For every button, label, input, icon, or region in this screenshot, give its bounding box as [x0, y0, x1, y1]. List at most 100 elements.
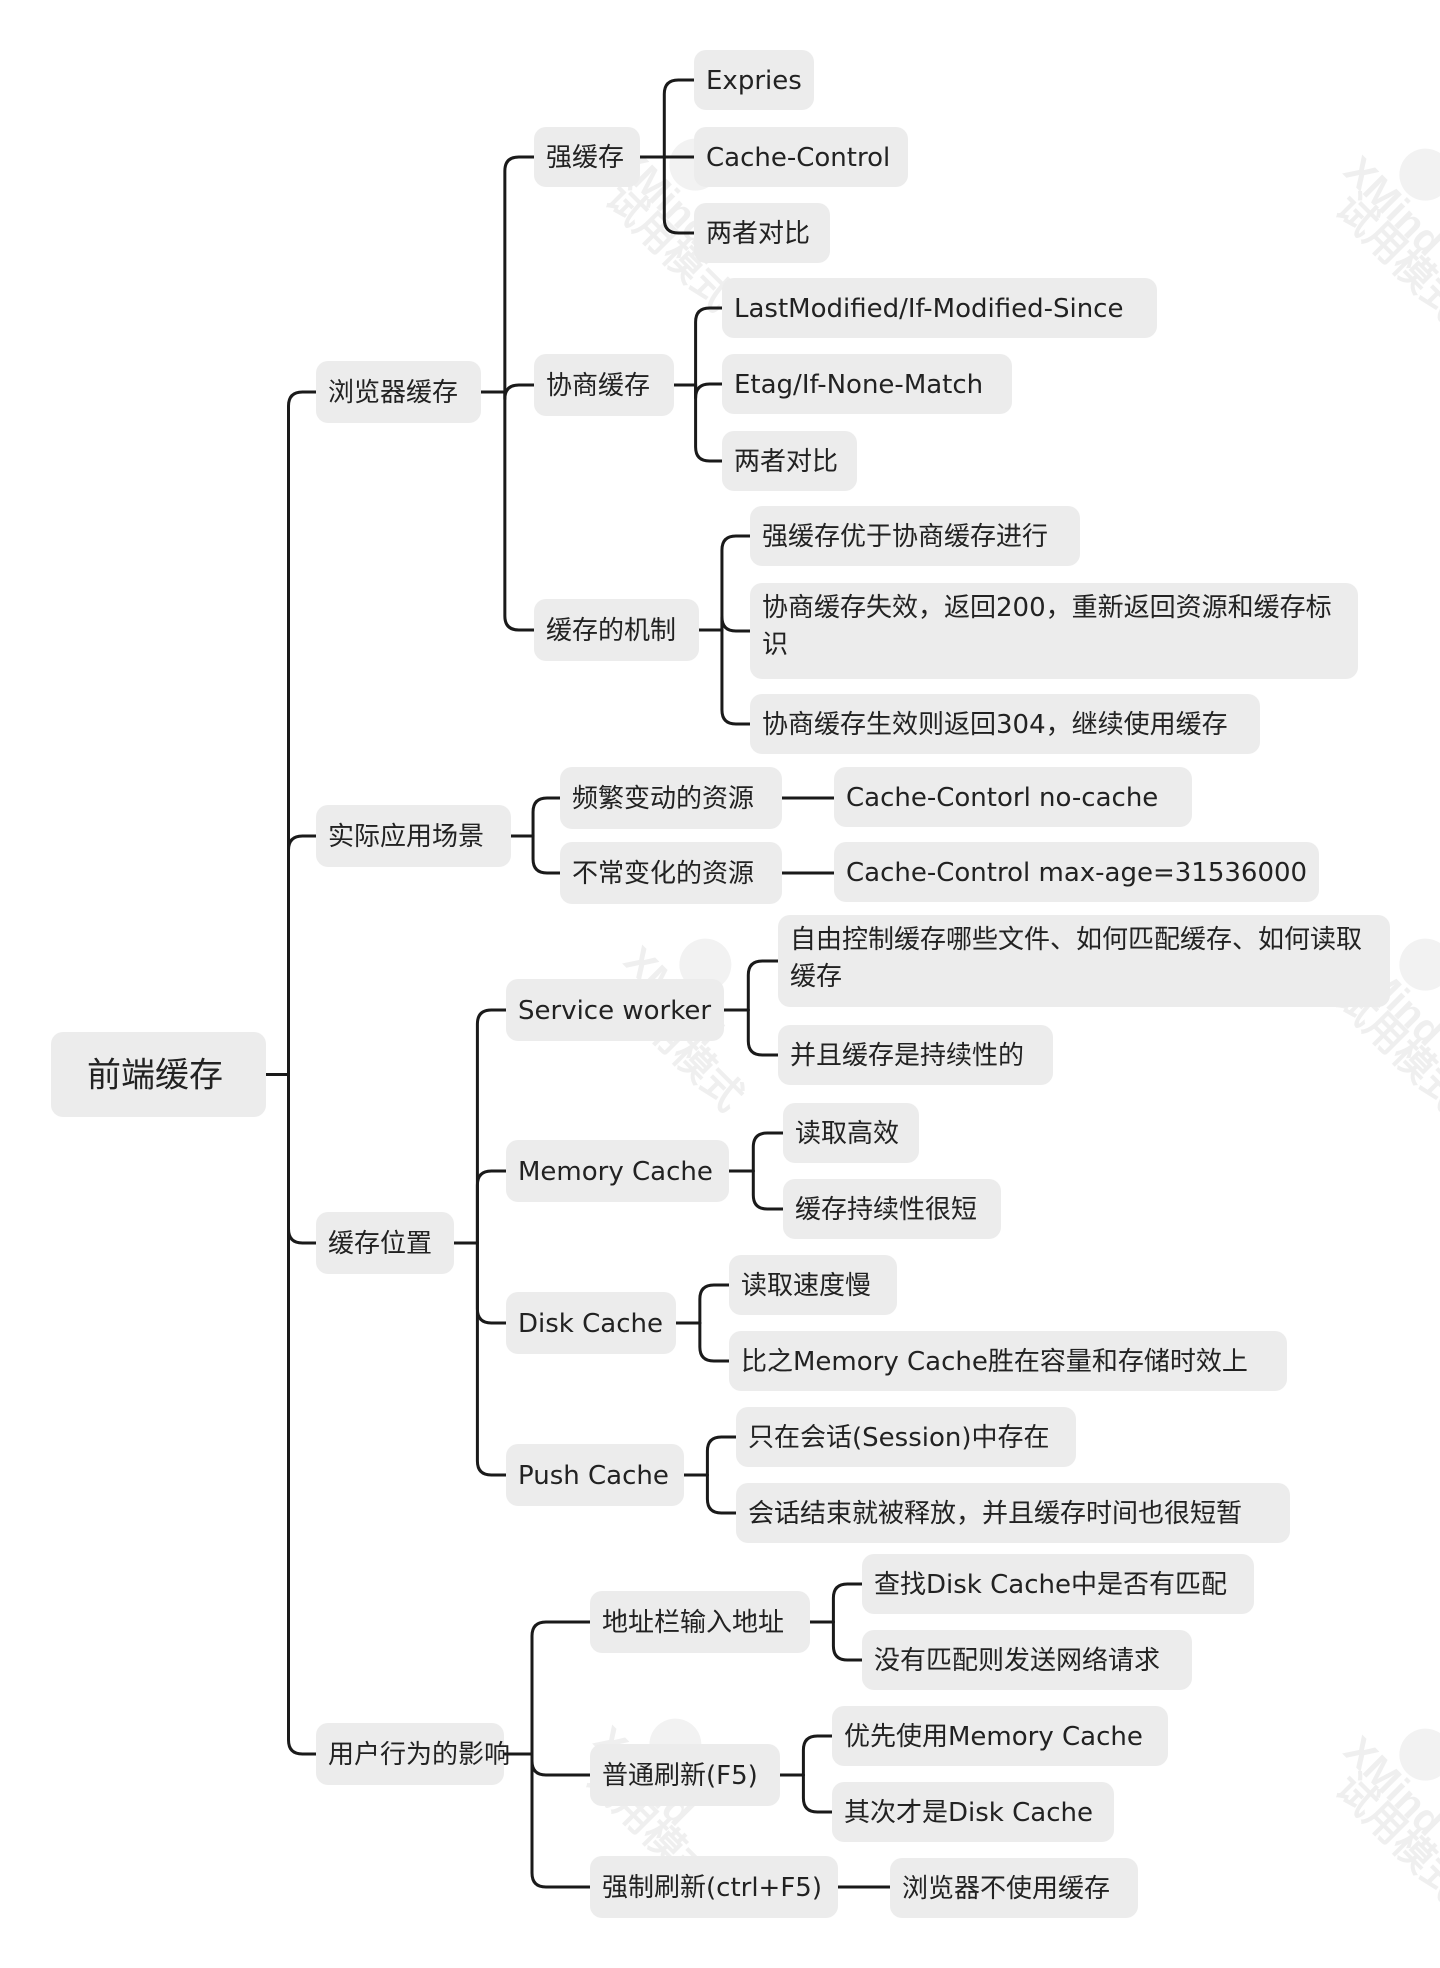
topic-label: 频繁变动的资源 [572, 784, 754, 814]
topic-box [834, 842, 1319, 902]
topic-node-3-0[interactable]: 地址栏输入地址 [590, 1591, 810, 1653]
topic-box [316, 1212, 454, 1274]
topic-node-1[interactable]: 实际应用场景 [316, 805, 511, 867]
topic-node-2[interactable]: 缓存位置 [316, 1212, 454, 1274]
topic-node-2-0-0[interactable]: 自由控制缓存哪些文件、如何匹配缓存、如何读取缓存 [778, 915, 1390, 1007]
topic-box [750, 506, 1080, 566]
topic-node-2-1-1[interactable]: 缓存持续性很短 [783, 1179, 1001, 1239]
connector-branch [503, 155, 536, 394]
topic-node-3-2[interactable]: 强制刷新(ctrl+F5) [590, 1856, 838, 1918]
connector-branch [287, 390, 318, 1076]
topic-label: Cache-Contorl no-cache [846, 783, 1158, 813]
topic-node-3-2-0[interactable]: 浏览器不使用缓存 [890, 1858, 1138, 1918]
watermark-logo-icon [1399, 1728, 1440, 1781]
topic-node-2-3[interactable]: Push Cache [506, 1444, 684, 1506]
topic-node-0-1-1[interactable]: Etag/If-None-Match [722, 354, 1012, 414]
topic-node-0-0-0[interactable]: Expries [694, 50, 814, 110]
topic-node-0-0[interactable]: 强缓存 [534, 127, 640, 187]
topic-label: 协商缓存 [546, 371, 650, 401]
topic-node-0-2[interactable]: 缓存的机制 [534, 599, 699, 661]
topic-node-2-1[interactable]: Memory Cache [506, 1140, 729, 1202]
topic-node-0-2-0[interactable]: 强缓存优于协商缓存进行 [750, 506, 1080, 566]
topic-box [316, 805, 511, 867]
connector-branch [831, 1582, 864, 1624]
topic-node-3-1-0[interactable]: 优先使用Memory Cache [832, 1706, 1168, 1766]
connector-branch [530, 1752, 592, 1889]
connector-branch [287, 1073, 318, 1756]
topic-box [722, 278, 1157, 338]
topic-node-3-0-0[interactable]: 查找Disk Cache中是否有匹配 [862, 1554, 1254, 1614]
topic-node-1-0-0[interactable]: Cache-Contorl no-cache [834, 767, 1192, 827]
topic-box [534, 354, 674, 416]
topic-node-3-1-1[interactable]: 其次才是Disk Cache [832, 1782, 1114, 1842]
topic-label: 查找Disk Cache中是否有匹配 [874, 1570, 1227, 1600]
connector-branch [475, 1008, 508, 1245]
topic-node-0[interactable]: 浏览器缓存 [316, 361, 481, 423]
topic-box [506, 979, 724, 1041]
topic-node-2-0-1[interactable]: 并且缓存是持续性的 [778, 1025, 1053, 1085]
topic-box [832, 1782, 1114, 1842]
topic-box [722, 431, 857, 491]
topic-label: Cache-Control [706, 143, 890, 173]
topic-node-2-3-0[interactable]: 只在会话(Session)中存在 [736, 1407, 1076, 1467]
topic-node-0-1[interactable]: 协商缓存 [534, 354, 674, 416]
topic-box [560, 767, 782, 829]
topic-node-0-2-1[interactable]: 协商缓存失效，返回200，重新返回资源和缓存标识 [750, 583, 1358, 679]
topic-label: 协商缓存失效，返回200，重新返回资源和缓存标识 [762, 593, 1332, 660]
topic-box [590, 1591, 810, 1653]
connector-branch [720, 615, 752, 633]
topic-node-0-1-2[interactable]: 两者对比 [722, 431, 857, 491]
topic-node-0-2-2[interactable]: 协商缓存生效则返回304，继续使用缓存 [750, 694, 1260, 754]
topic-label: Etag/If-None-Match [734, 370, 983, 400]
topic-node-0-1-0[interactable]: LastModified/If-Modified-Since [722, 278, 1157, 338]
topic-box [316, 361, 481, 423]
connector-branch [831, 1620, 864, 1662]
topic-node-0-0-2[interactable]: 两者对比 [694, 203, 830, 263]
connector-branch [720, 534, 752, 632]
connector-branch [530, 1620, 592, 1756]
topic-box [534, 127, 640, 187]
topic-label: 不常变化的资源 [572, 859, 754, 889]
topic-node-0-0-1[interactable]: Cache-Control [694, 127, 908, 187]
topic-label: 其次才是Disk Cache [844, 1798, 1093, 1828]
topic-node-2-2-1[interactable]: 比之Memory Cache胜在容量和存储时效上 [729, 1331, 1287, 1391]
topic-label: Push Cache [518, 1461, 669, 1491]
connector-branch [705, 1473, 738, 1515]
topic-node-2-2-0[interactable]: 读取速度慢 [729, 1255, 897, 1315]
topic-box [862, 1630, 1192, 1690]
topic-label: 缓存的机制 [546, 616, 676, 646]
topic-box [783, 1179, 1001, 1239]
topic-node-2-3-1[interactable]: 会话结束就被释放，并且缓存时间也很短暂 [736, 1483, 1290, 1543]
topic-node-3-1[interactable]: 普通刷新(F5) [590, 1744, 780, 1806]
connector-branch [801, 1734, 834, 1777]
topic-node-3-0-1[interactable]: 没有匹配则发送网络请求 [862, 1630, 1192, 1690]
topic-node-2-1-0[interactable]: 读取高效 [783, 1103, 919, 1163]
topic-node-2-2[interactable]: Disk Cache [506, 1292, 676, 1354]
watermark-logo-icon [1399, 148, 1440, 201]
root-topic[interactable]: 前端缓存 [51, 1032, 266, 1117]
topic-box [694, 203, 830, 263]
watermark-logo-icon [1399, 938, 1440, 991]
topic-label: 缓存位置 [328, 1229, 432, 1259]
topic-node-1-0[interactable]: 频繁变动的资源 [560, 767, 782, 829]
topic-box [736, 1407, 1076, 1467]
topic-label: 比之Memory Cache胜在容量和存储时效上 [741, 1347, 1248, 1377]
topic-node-1-1-0[interactable]: Cache-Control max-age=31536000 [834, 842, 1319, 902]
topic-node-2-0[interactable]: Service worker [506, 979, 724, 1041]
connector-branch [475, 1241, 508, 1477]
topic-node-3[interactable]: 用户行为的影响 [316, 1723, 510, 1785]
connector-branch [475, 1169, 508, 1245]
topic-box [783, 1103, 919, 1163]
node-layer: 前端缓存浏览器缓存强缓存ExpriesCache-Control两者对比协商缓存… [51, 50, 1390, 1918]
connector-branch [662, 78, 696, 159]
topic-box [722, 354, 1012, 414]
topic-box [778, 915, 1390, 1007]
topic-label: 自由控制缓存哪些文件、如何匹配缓存、如何读取缓存 [790, 925, 1362, 992]
topic-node-1-1[interactable]: 不常变化的资源 [560, 842, 782, 904]
topic-label: LastModified/If-Modified-Since [734, 294, 1123, 324]
topic-label: 前端缓存 [87, 1056, 223, 1096]
